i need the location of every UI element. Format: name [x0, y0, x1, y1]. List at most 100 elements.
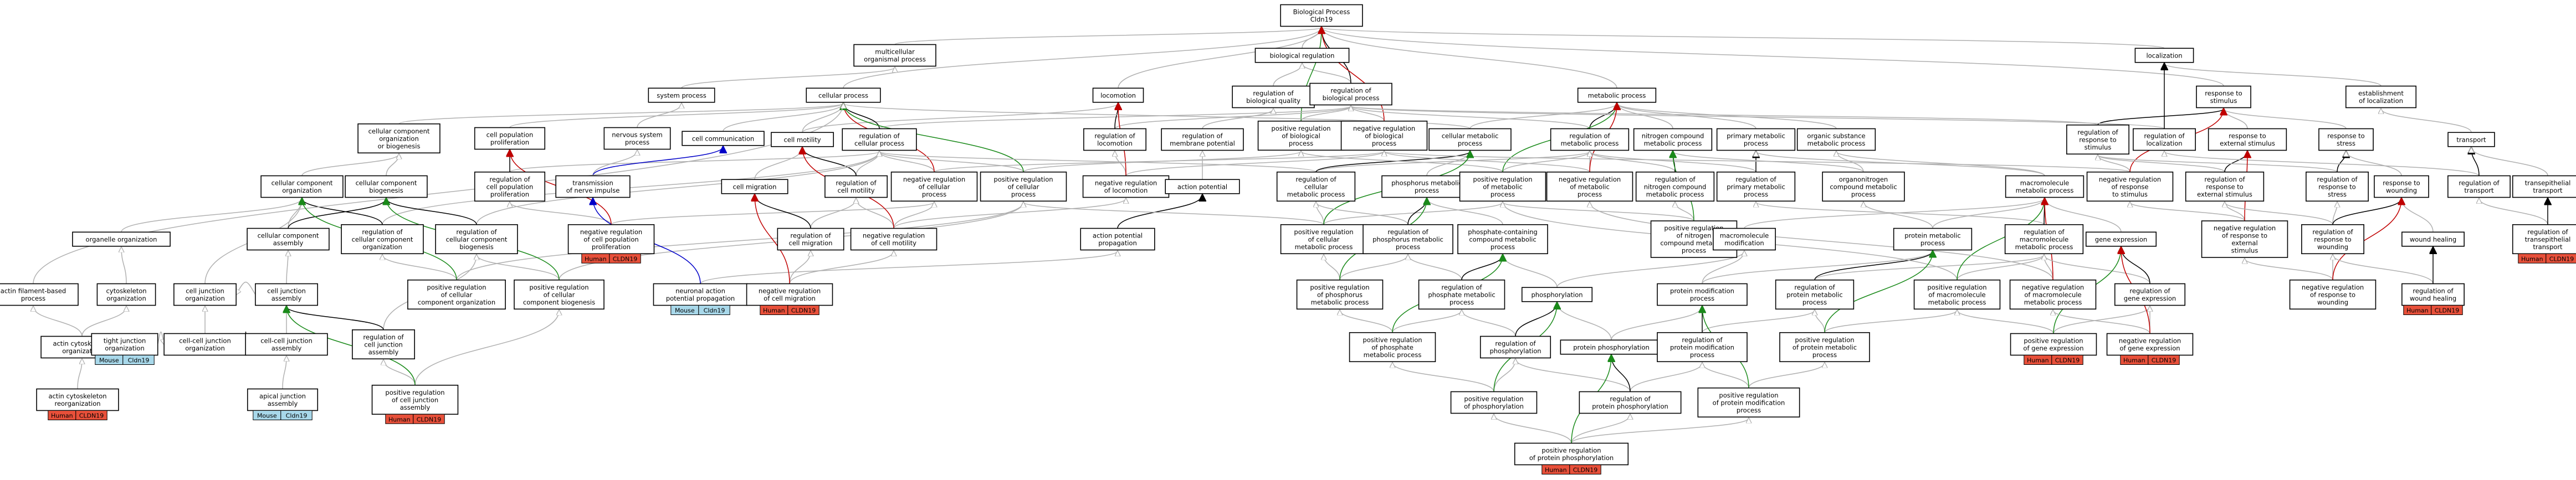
- term-node-woundheal[interactable]: wound healing: [2401, 231, 2465, 247]
- term-node-cellmot[interactable]: cell motility: [771, 132, 834, 147]
- term-node-transport[interactable]: transport: [2447, 132, 2495, 147]
- term-node-geneexpr[interactable]: gene expression: [2085, 231, 2157, 247]
- term-node-actpot[interactable]: action potential: [1165, 179, 1240, 194]
- term-node-orgorg[interactable]: organelle organization: [72, 231, 171, 247]
- term-node-locomotion[interactable]: locomotion: [1092, 87, 1144, 103]
- term-node-protphos[interactable]: protein phosphorylation: [1560, 339, 1663, 355]
- term-node-bioreg[interactable]: biological regulation: [1254, 48, 1350, 63]
- term-node-cellcomm[interactable]: cell communication: [682, 131, 765, 146]
- term-node-localization[interactable]: localization: [2134, 48, 2194, 63]
- term-node-sysproc[interactable]: system process: [648, 87, 715, 103]
- term-node-metab[interactable]: metabolic process: [1577, 87, 1657, 103]
- term-node-cellproc[interactable]: cellular process: [806, 87, 881, 103]
- term-node-cellmig[interactable]: cell migration: [721, 179, 788, 194]
